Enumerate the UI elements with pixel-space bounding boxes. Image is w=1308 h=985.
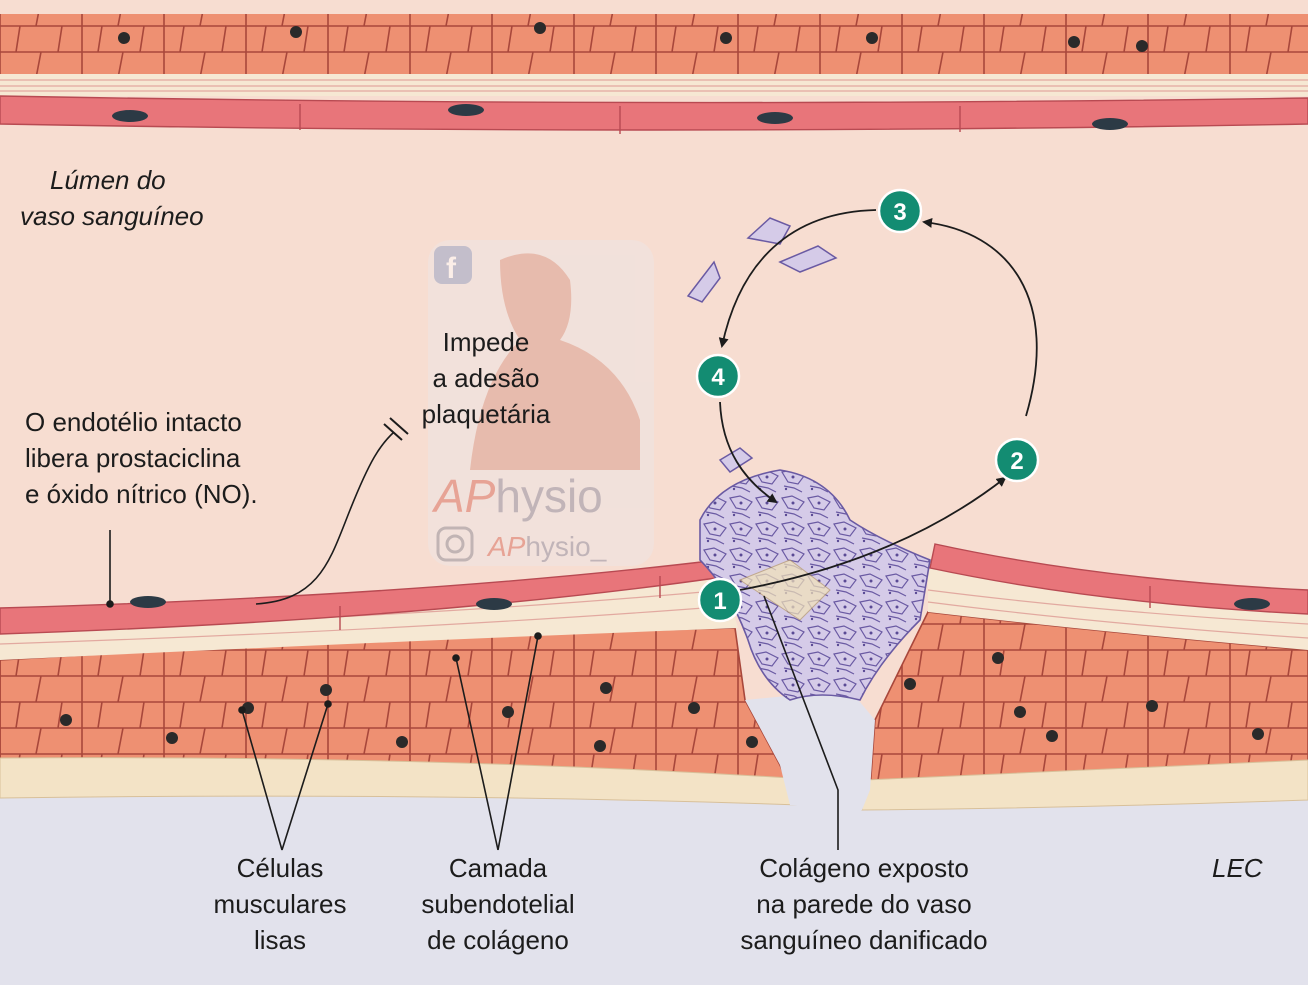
endothelial-nucleus bbox=[757, 112, 793, 124]
smooth-muscle-label: Células musculares lisas bbox=[180, 850, 380, 958]
vessel-wall-breach bbox=[745, 690, 875, 810]
smooth-muscle-nucleus bbox=[396, 736, 408, 748]
watermark-handle-rest: hysio_ bbox=[525, 531, 606, 562]
collagen-label-line: na parede do vaso bbox=[756, 889, 972, 919]
endothelial-nucleus bbox=[1234, 598, 1270, 610]
smooth-muscle-nucleus bbox=[1252, 728, 1264, 740]
svg-text:APhysio_: APhysio_ bbox=[486, 531, 607, 562]
smooth-muscle-label-line: Células bbox=[236, 853, 324, 883]
facebook-icon: f bbox=[434, 246, 472, 285]
watermark-brand-ap: AP bbox=[431, 470, 496, 522]
endothelium-label-line: e óxido nítrico (NO). bbox=[25, 479, 258, 509]
ecf-background bbox=[0, 790, 1308, 985]
step-badge-1: 1 bbox=[697, 577, 743, 623]
platelet bbox=[778, 245, 838, 273]
smooth-muscle-nucleus bbox=[746, 736, 758, 748]
prevents-label-line: plaquetária bbox=[421, 399, 551, 429]
endothelial-nucleus bbox=[130, 596, 166, 608]
arrow-2-to-3 bbox=[922, 217, 1038, 417]
endothelium-label: O endotélio intacto libera prostaciclina… bbox=[25, 404, 258, 512]
smooth-muscle-nucleus bbox=[118, 32, 130, 44]
smooth-muscle-nucleus bbox=[1046, 730, 1058, 742]
bottom-vessel-wall-left bbox=[0, 559, 801, 806]
step-number: 1 bbox=[713, 588, 726, 615]
collagen-exposed-label: Colágeno exposto na parede do vaso sangu… bbox=[712, 850, 1016, 958]
prevents-label-line: a adesão bbox=[432, 363, 540, 393]
leader-inhibition bbox=[255, 431, 395, 605]
platelet bbox=[746, 217, 792, 245]
subendothelial-label: Camada subendotelial de colágeno bbox=[390, 850, 606, 958]
inhibition-bar bbox=[383, 417, 409, 441]
arrow-3-to-4 bbox=[718, 209, 877, 348]
smooth-muscle-nucleus bbox=[166, 732, 178, 744]
leader-subendothelial bbox=[455, 635, 539, 851]
leader-collagen bbox=[763, 595, 839, 850]
step-number: 4 bbox=[711, 364, 725, 391]
arrow-1-to-2 bbox=[739, 476, 1007, 591]
subendothelial-label-line: de colágeno bbox=[427, 925, 569, 955]
endothelial-nucleus bbox=[112, 110, 148, 122]
step-number: 3 bbox=[893, 199, 906, 226]
top-vessel-wall bbox=[0, 14, 1308, 134]
prevents-adhesion-label: Impede a adesão plaquetária bbox=[406, 324, 566, 432]
watermark-handle-ap: AP bbox=[486, 531, 526, 562]
endothelium-label-line: libera prostaciclina bbox=[25, 443, 241, 473]
step-number: 2 bbox=[1010, 448, 1023, 475]
smooth-muscle-nucleus bbox=[688, 702, 700, 714]
instagram-icon bbox=[436, 526, 474, 562]
anatomy-figure bbox=[470, 253, 640, 470]
smooth-muscle-nucleus bbox=[866, 32, 878, 44]
smooth-muscle-nucleus bbox=[904, 678, 916, 690]
collagen-label-line: sanguíneo danificado bbox=[740, 925, 988, 955]
arrow-4-to-plug bbox=[719, 401, 778, 504]
collagen-label-line: Colágeno exposto bbox=[759, 853, 969, 883]
endothelial-nucleus bbox=[1092, 118, 1128, 130]
platelet bbox=[686, 260, 721, 303]
label-leader-lines bbox=[106, 417, 839, 851]
watermark: f APhysio APhysio_ bbox=[428, 240, 654, 566]
smooth-muscle-nucleus bbox=[992, 652, 1004, 664]
endothelial-nucleus bbox=[476, 598, 512, 610]
lumen-label: Lúmen do vaso sanguíneo bbox=[20, 162, 204, 234]
smooth-muscle-label-line: lisas bbox=[253, 925, 306, 955]
svg-text:APhysio: APhysio bbox=[431, 470, 603, 522]
endothelial-nucleus bbox=[448, 104, 484, 116]
smooth-muscle-nucleus bbox=[60, 714, 72, 726]
subendothelial-label-line: subendotelial bbox=[421, 889, 575, 919]
smooth-muscle-nucleus bbox=[720, 32, 732, 44]
smooth-muscle-nucleus bbox=[594, 740, 606, 752]
smooth-muscle-nucleus bbox=[502, 706, 514, 718]
smooth-muscle-nucleus bbox=[1014, 706, 1026, 718]
svg-text:f: f bbox=[446, 252, 457, 285]
smooth-muscle-nucleus bbox=[320, 684, 332, 696]
lumen-label-line: vaso sanguíneo bbox=[20, 201, 204, 231]
smooth-muscle-nucleus bbox=[1068, 36, 1080, 48]
smooth-muscle-nucleus bbox=[1136, 40, 1148, 52]
smooth-muscle-nucleus bbox=[1146, 700, 1158, 712]
watermark-brand-rest: hysio bbox=[495, 470, 602, 522]
step-badges: 1 2 3 4 bbox=[695, 188, 1040, 623]
lumen-label-line: Lúmen do bbox=[50, 165, 166, 195]
smooth-muscle-nucleus bbox=[600, 682, 612, 694]
prevents-label-line: Impede bbox=[442, 327, 530, 357]
lec-label: LEC bbox=[1212, 853, 1263, 883]
bottom-vessel-wall-right bbox=[861, 543, 1308, 811]
endothelium-label-line: O endotélio intacto bbox=[25, 407, 242, 437]
leader-smooth-muscle bbox=[241, 703, 329, 851]
smooth-muscle-label-line: musculares bbox=[213, 889, 347, 919]
smooth-muscle-nucleus bbox=[534, 22, 546, 34]
feedback-cycle-arrows bbox=[718, 209, 1038, 591]
step-badge-2: 2 bbox=[994, 437, 1040, 483]
step-badge-4: 4 bbox=[695, 353, 741, 399]
subendothelial-label-line: Camada bbox=[448, 853, 548, 883]
smooth-muscle-nucleus bbox=[290, 26, 302, 38]
step-badge-3: 3 bbox=[877, 188, 923, 234]
